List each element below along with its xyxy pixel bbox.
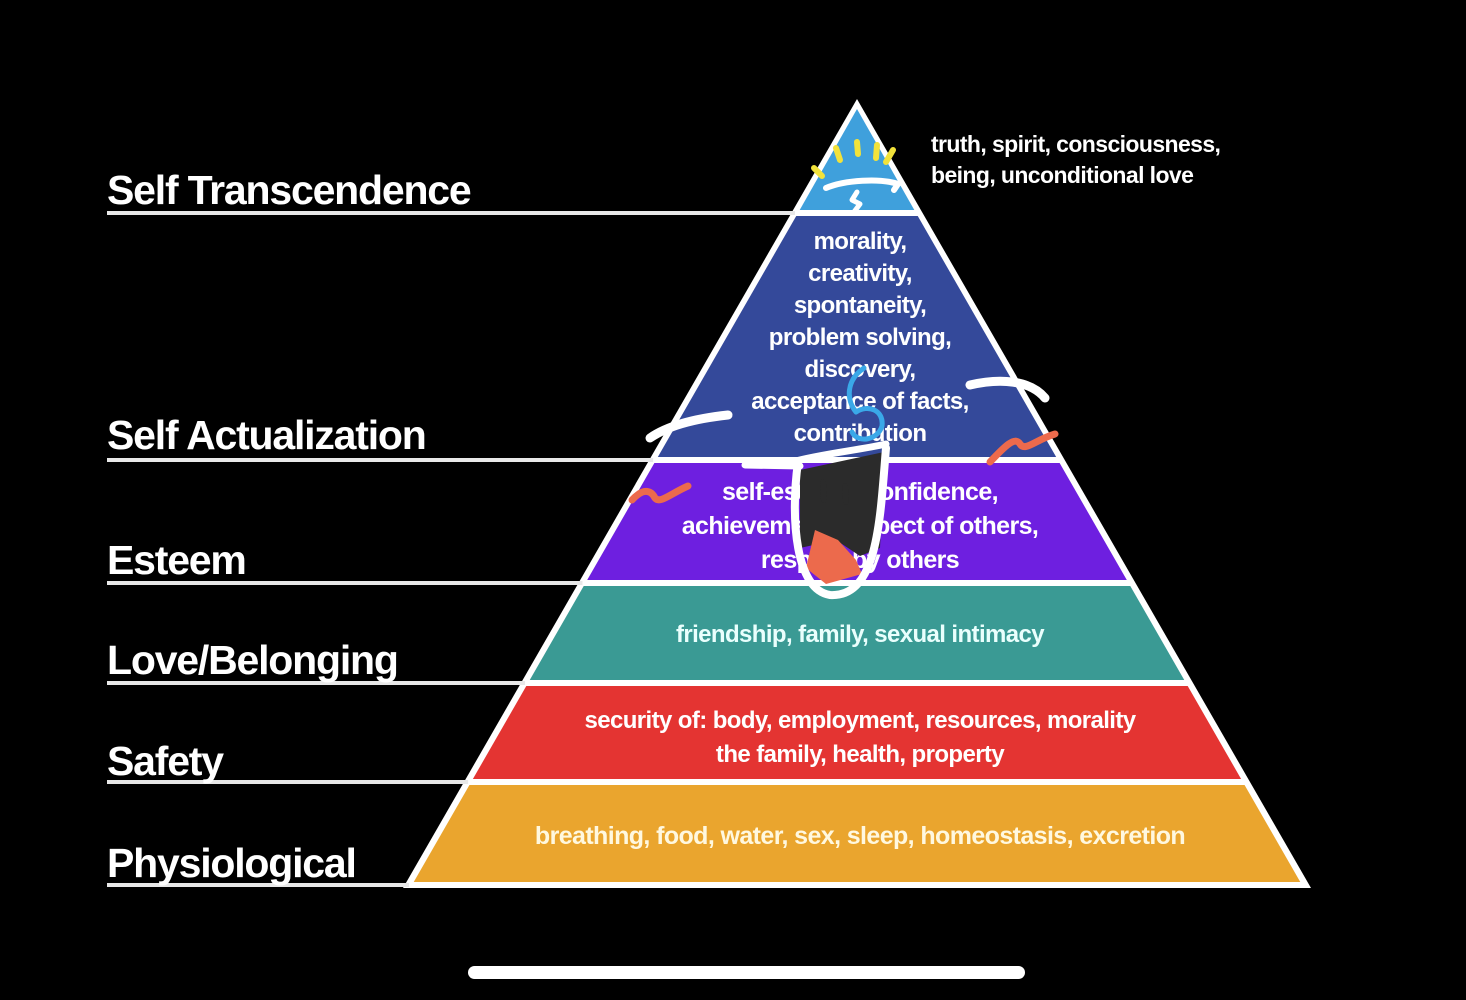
note-line: being, unconditional love — [931, 162, 1194, 188]
leader-line — [107, 681, 526, 685]
level-label-physiological: Physiological — [107, 840, 357, 886]
tier-line: spontaneity, — [793, 292, 927, 319]
tier-line: self-esteem, confidence, — [722, 478, 999, 506]
tier-line: contribution — [793, 420, 927, 447]
tier-line: discovery, — [804, 356, 917, 383]
pyramid-tier-physiological — [413, 785, 1301, 882]
tier-line: problem solving, — [768, 324, 952, 351]
self-transcendence-description: truth, spirit, consciousness, being, unc… — [931, 129, 1221, 191]
tier-line: friendship, family, sexual intimacy — [675, 621, 1045, 648]
tier-line: security of: body, employment, resources… — [584, 707, 1136, 734]
tier-text-love-belonging: friendship, family, sexual intimacy — [560, 621, 1160, 649]
tier-line: acceptance of facts, — [751, 388, 969, 415]
level-label-love-belonging: Love/Belonging — [107, 637, 399, 683]
level-label-esteem: Esteem — [107, 537, 247, 583]
tier-line: morality, — [813, 228, 907, 255]
tier-text-safety: security of: body, employment, resources… — [500, 704, 1220, 772]
pyramid-tier-self-transcendence — [799, 109, 915, 210]
tier-line: breathing, food, water, sex, sleep, home… — [534, 822, 1186, 850]
note-line: truth, spirit, consciousness, — [931, 131, 1221, 157]
tier-line: creativity, — [808, 260, 912, 287]
leader-line — [107, 458, 654, 462]
tier-line: achievement, respect of others, — [681, 512, 1039, 540]
tier-line: respect by others — [760, 546, 960, 574]
level-label-self-transcendence: Self Transcendence — [107, 167, 472, 213]
pyramid-tier-safety — [472, 686, 1242, 779]
tier-text-self-actualization: morality, creativity, spontaneity, probl… — [700, 226, 1020, 450]
level-label-self-actualization: Self Actualization — [107, 412, 427, 458]
leader-line — [107, 211, 795, 215]
leader-line — [107, 883, 409, 887]
tier-line: the family, health, property — [715, 741, 1005, 768]
leader-line — [107, 780, 469, 784]
tier-text-physiological: breathing, food, water, sex, sleep, home… — [440, 822, 1280, 852]
pyramid-tier-self-actualization — [657, 216, 1057, 457]
level-label-safety: Safety — [107, 738, 224, 784]
leader-line — [107, 581, 583, 585]
tier-text-esteem: self-esteem, confidence, achievement, re… — [620, 475, 1100, 577]
home-indicator-bar[interactable] — [468, 966, 1025, 979]
pyramid-tier-love-belonging — [529, 586, 1185, 680]
